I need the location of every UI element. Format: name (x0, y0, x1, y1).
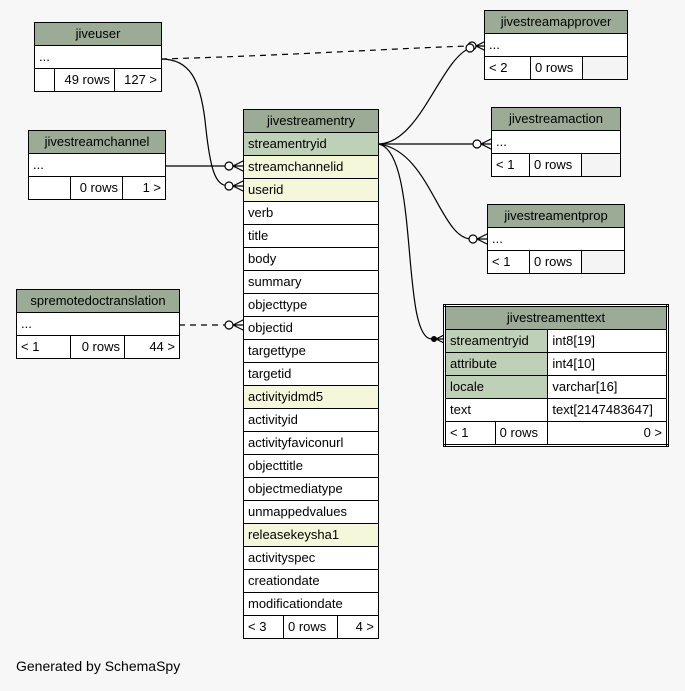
child-count: 44 > (124, 335, 180, 359)
column-ellipsis: ... (483, 33, 629, 57)
parent-count: < 1 (491, 153, 530, 177)
column-ellipsis: ... (27, 153, 167, 177)
child-count: 0 > (547, 421, 668, 446)
column-name: text (443, 398, 549, 422)
table-jivestreamentprop[interactable]: jivestreamentprop ... < 1 0 rows (486, 204, 626, 274)
row-count: 0 rows (283, 615, 338, 639)
column-row: creationdate (242, 569, 380, 593)
edge-jiveuser-jivestreamapprover (160, 45, 471, 60)
parent-count: < 1 (487, 250, 530, 274)
column-name: locale (443, 375, 549, 399)
row-count: 0 rows (529, 250, 582, 274)
child-count (581, 56, 629, 80)
parent-count: < 2 (484, 56, 531, 80)
edge-entry-jivestreamentprop (377, 143, 473, 240)
table-title: jivestreamaction (491, 107, 621, 131)
table-jivestreamchannel[interactable]: jivestreamchannel ... 0 rows 1 > (27, 130, 167, 200)
column-type: varchar[16] (547, 375, 668, 399)
column-row: streamentryid (242, 132, 380, 156)
row-count: 0 rows (494, 421, 549, 446)
column-row: objectid (242, 316, 380, 340)
table-title: jivestreamentry (242, 109, 380, 133)
column-row: objecttitle (242, 454, 380, 478)
child-count: 4 > (336, 615, 380, 639)
table-jivestreamentry[interactable]: jivestreamentry streamentryid streamchan… (242, 109, 380, 639)
parent-count: < 1 (444, 421, 496, 446)
edge-entry-jivestreamapprover (377, 47, 471, 145)
column-row: activityidmd5 (242, 385, 380, 409)
column-row: activityspec (242, 546, 380, 570)
column-row: summary (242, 270, 380, 294)
row-count: 49 rows (54, 68, 115, 92)
row-count: 0 rows (70, 176, 123, 200)
child-count: 1 > (121, 176, 167, 200)
column-ellipsis: ... (486, 227, 626, 251)
column-type: int4[10] (547, 352, 668, 376)
row-count: 0 rows (529, 153, 582, 177)
column-row: activityfaviconurl (242, 431, 380, 455)
generated-by-footer: Generated by SchemaSpy (16, 658, 181, 674)
column-row: body (242, 247, 380, 271)
optional-marker-icon (224, 181, 234, 191)
table-title: spremotedoctranslation (16, 289, 180, 313)
column-row: modificationdate (242, 592, 380, 616)
optional-marker-icon (472, 139, 482, 149)
optional-marker-icon (224, 320, 234, 330)
column-type: int8[19] (547, 329, 668, 353)
column-row: objectmediatype (242, 477, 380, 501)
table-spremotedoctranslation[interactable]: spremotedoctranslation ... < 1 0 rows 44… (16, 289, 180, 359)
column-row: targettype (242, 339, 380, 363)
table-jiveuser[interactable]: jiveuser ... 49 rows 127 > (33, 22, 163, 92)
table-jivestreamapprover[interactable]: jivestreamapprover ... < 2 0 rows (483, 10, 629, 80)
child-count: 127 > (113, 68, 163, 92)
table-jivestreamenttext[interactable]: jivestreamenttext streamentryid int8[19]… (443, 304, 669, 447)
column-row: unmappedvalues (242, 500, 380, 524)
column-row: title (242, 224, 380, 248)
table-title: jivestreamenttext (444, 305, 668, 330)
column-row: releasekeysha1 (242, 523, 380, 547)
child-count (580, 250, 626, 274)
edge-jiveuser-userid (160, 58, 230, 187)
optional-marker-icon (224, 161, 234, 171)
child-count (581, 153, 621, 177)
optional-marker-icon (468, 234, 478, 244)
parent-count: < 1 (16, 335, 71, 359)
mandatory-marker-icon (431, 336, 437, 342)
table-jivestreamaction[interactable]: jivestreamaction ... < 1 0 rows (491, 107, 621, 177)
column-row: targetid (242, 362, 380, 386)
row-count: 0 rows (70, 335, 125, 359)
table-title: jivestreamentprop (486, 204, 626, 228)
column-ellipsis: ... (16, 312, 180, 336)
table-title: jiveuser (33, 22, 163, 46)
column-row: objecttype (242, 293, 380, 317)
column-type: text[2147483647] (547, 398, 668, 422)
column-name: streamentryid (443, 329, 549, 353)
column-row: verb (242, 201, 380, 225)
table-title: jivestreamapprover (483, 10, 629, 34)
parent-count (34, 68, 55, 92)
parent-count: < 3 (243, 615, 284, 639)
column-row: streamchannelid (242, 155, 380, 179)
column-ellipsis: ... (33, 45, 163, 69)
parent-count (28, 176, 71, 200)
column-ellipsis: ... (491, 130, 621, 154)
row-count: 0 rows (530, 56, 583, 80)
column-row: userid (242, 178, 380, 202)
table-title: jivestreamchannel (27, 130, 167, 154)
column-row: activityid (242, 408, 380, 432)
optional-marker-icon (465, 43, 475, 53)
column-name: attribute (443, 352, 549, 376)
edge-entry-jivestreamenttext (377, 143, 433, 340)
